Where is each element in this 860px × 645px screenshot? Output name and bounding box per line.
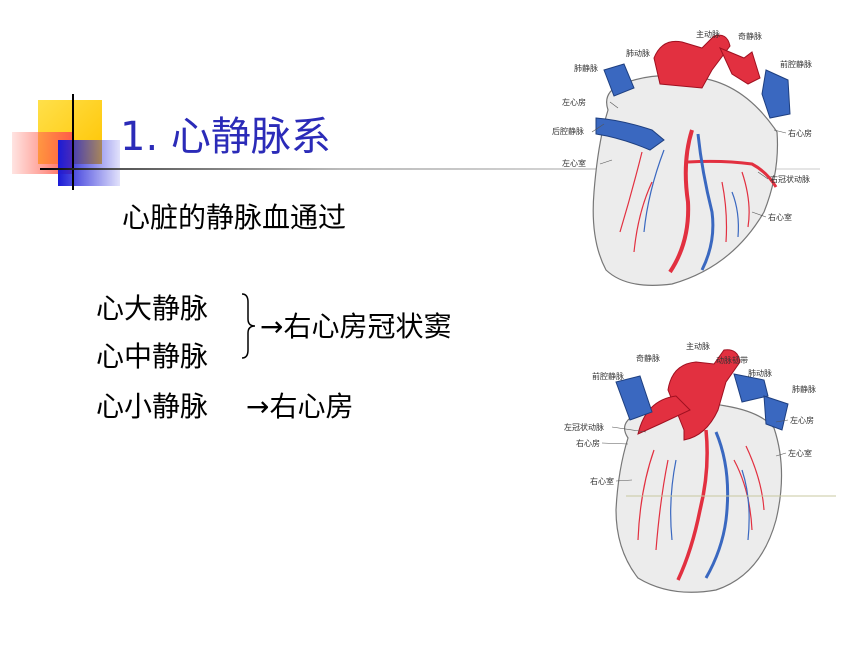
- label-azygos-vein: 奇静脉: [636, 353, 660, 363]
- label-pulmonary-vein: 肺静脉: [792, 384, 816, 394]
- heart-anterior-illustration: 主动脉 奇静脉 动脉韧带 前腔静脉 肺动脉 肺静脉 左冠状动脉 左心房 右心房 …: [564, 341, 836, 593]
- decor-blue-square: [58, 140, 120, 186]
- decor-vertical-line: [72, 94, 74, 190]
- curly-brace-icon: [241, 293, 256, 359]
- vein-middle-cardiac: 心中静脉: [96, 340, 209, 373]
- label-anterior-vena-cava: 前腔静脉: [780, 59, 812, 69]
- heart-posterior-illustration: 主动脉 奇静脉 肺动脉 前腔静脉 肺静脉 左心房 后腔静脉 右心房 左心室 右冠…: [552, 29, 812, 286]
- label-right-ventricle: 右心室: [768, 212, 792, 222]
- label-left-ventricle: 左心室: [788, 448, 812, 458]
- label-pulmonary-vein: 肺静脉: [574, 63, 598, 73]
- label-right-ventricle: 右心室: [590, 476, 614, 486]
- label-left-atrium: 左心房: [790, 415, 814, 425]
- vein-great-cardiac: 心大静脉: [96, 292, 209, 325]
- label-left-coronary-artery: 左冠状动脉: [564, 422, 604, 432]
- label-right-atrium: 右心房: [576, 438, 600, 448]
- decor-horizontal-line: [40, 168, 820, 170]
- label-aorta: 主动脉: [696, 29, 720, 39]
- label-left-atrium: 左心房: [562, 97, 586, 107]
- label-posterior-vena-cava: 后腔静脉: [552, 126, 584, 136]
- label-right-atrium: 右心房: [788, 128, 812, 138]
- label-ligamentum-arteriosum: 动脉韧带: [716, 355, 748, 365]
- destination-right-atrium: →右心房: [246, 390, 354, 423]
- label-azygos-vein: 奇静脉: [738, 31, 762, 41]
- label-right-coronary-artery: 右冠状动脉: [770, 174, 810, 184]
- slide-title: 1. 心静脉系: [120, 114, 331, 160]
- vein-small-cardiac: 心小静脉: [96, 390, 209, 423]
- label-pulmonary-artery: 肺动脉: [626, 48, 650, 58]
- label-aorta: 主动脉: [686, 341, 710, 351]
- label-anterior-vena-cava: 前腔静脉: [592, 371, 624, 381]
- label-pulmonary-artery: 肺动脉: [748, 368, 772, 378]
- destination-coronary-sinus: →右心房冠状窦: [260, 310, 452, 343]
- intro-text: 心脏的静脉血通过: [122, 201, 347, 234]
- label-left-ventricle: 左心室: [562, 158, 586, 168]
